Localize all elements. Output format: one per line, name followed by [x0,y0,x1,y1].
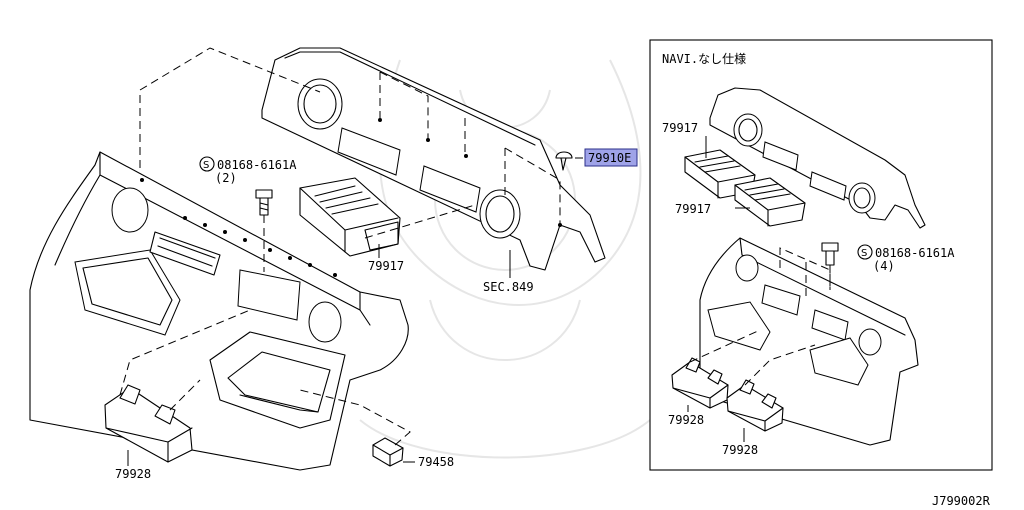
label-inset-bracket-right[interactable]: 79928 [722,443,758,457]
inset-leaders [687,136,750,442]
clip-79910e [555,151,573,171]
bolt-symbol-circle [199,156,215,172]
bolt-symbol: S [203,160,209,171]
inset-lower-panel [699,237,919,446]
inset-assembly-lines [689,247,831,386]
label-inset-bolt[interactable]: 08168-6161A [875,246,955,260]
inset-bracket-right [726,379,784,432]
label-bolt-main: 08168-6161A [217,158,297,172]
inset-title: NAVI.なし仕様 [662,52,746,66]
leader-lines [127,157,583,466]
highlight-79910e [584,148,638,167]
label-vent-79917[interactable]: 79917 [368,259,404,273]
label-inset-bracket-left[interactable]: 79928 [668,413,704,427]
label-part-79458[interactable]: 79458 [418,455,454,469]
label-bracket-79928[interactable]: 79928 [115,467,151,481]
label-clip-79910e[interactable]: 79910E [588,151,631,165]
label-inset-bolt-qty: (4) [873,259,895,273]
assembly-lines [119,47,561,446]
inset-vent-lower [734,177,806,227]
label-inset-vent-upper[interactable]: 79917 [662,121,698,135]
upper-panel [261,47,606,271]
label-inset-vent-lower[interactable]: 79917 [675,202,711,216]
label-sec-849[interactable]: SEC.849 [483,280,534,294]
inset-bolt-symbol-circle [857,244,873,260]
diagram-code: J799002R [932,494,991,508]
bracket-79928 [104,384,193,463]
bolt-main [255,189,273,216]
label-bolt-main-qty: (2) [215,171,237,185]
inset-bolt-symbol: S [861,248,867,259]
inset-upper-panel [709,87,926,229]
vent-79917 [299,177,401,257]
